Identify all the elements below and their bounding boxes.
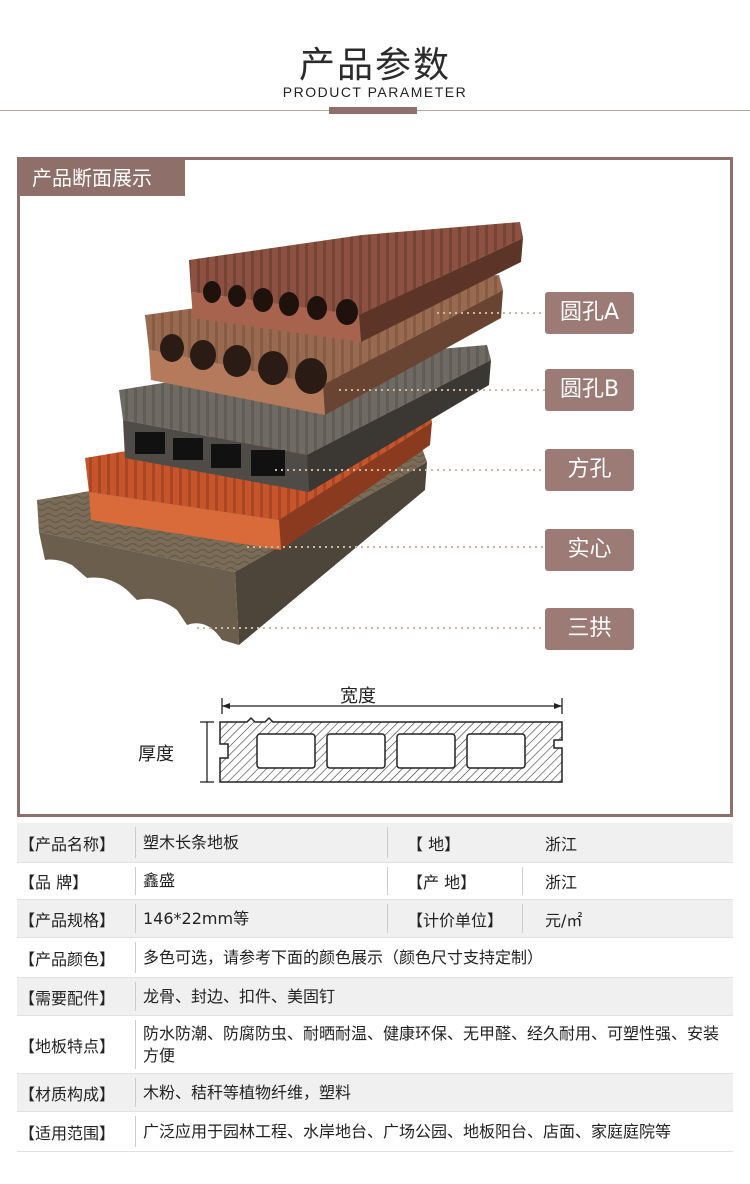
table-row: 【地板特点】 防水防潮、防腐防虫、耐晒耐温、健康环保、无甲醛、经久耐用、可塑性强… xyxy=(17,1016,733,1074)
label-square-hole: 方孔 xyxy=(545,449,634,491)
page-title: 产品参数 xyxy=(298,45,451,86)
spec-label: 【产品名称】 xyxy=(19,834,116,854)
spec-label: 【材质构成】 xyxy=(19,1084,116,1104)
table-row: 【品 牌】 鑫盛 【产 地】 浙江 xyxy=(17,863,733,900)
page-header: 产品参数 PRODUCT PARAMETER xyxy=(0,0,750,115)
spec-value-2: 元/㎡ xyxy=(545,910,583,930)
table-row: 【产品规格】 146*22mm等 【计价单位】 元/㎡ xyxy=(17,900,733,938)
spec-value: 鑫盛 xyxy=(143,871,176,890)
label-round-hole-b: 圆孔B xyxy=(545,369,634,411)
spec-value: 多色可选，请参考下面的颜色展示（颜色尺寸支持定制） xyxy=(143,947,544,967)
spec-table: 【产品名称】 塑木长条地板 【 地】 浙江 【品 牌】 鑫盛 【产 地】 浙江 … xyxy=(17,823,733,1152)
table-row: 【需要配件】 龙骨、封边、扣件、美固钉 xyxy=(17,978,733,1016)
spec-label: 【地板特点】 xyxy=(19,1036,116,1056)
spec-value: 木粉、秸秆等植物纤维，塑料 xyxy=(143,1082,352,1102)
spec-label: 【产品颜色】 xyxy=(19,949,116,969)
leader-lines xyxy=(197,312,545,629)
width-label: 宽度 xyxy=(340,686,376,707)
board-round-hole-a xyxy=(189,222,523,342)
thickness-label: 厚度 xyxy=(138,744,174,765)
spec-label: 【产品规格】 xyxy=(19,910,116,930)
spec-label: 【需要配件】 xyxy=(19,988,116,1008)
spec-value-2: 浙江 xyxy=(545,873,578,892)
header-accent-bar xyxy=(329,107,417,114)
spec-value: 146*22mm等 xyxy=(143,908,250,928)
spec-label-2: 【 地】 xyxy=(407,834,461,854)
spec-label: 【适用范围】 xyxy=(19,1123,116,1143)
spec-value: 塑木长条地板 xyxy=(143,832,240,852)
label-three-arch: 三拱 xyxy=(545,608,634,650)
cross-section-diagram xyxy=(200,698,563,783)
spec-value: 广泛应用于园林工程、水岸地台、广场公园、地板阳台、店面、家庭庭院等 xyxy=(143,1121,672,1141)
page-subtitle: PRODUCT PARAMETER xyxy=(282,84,468,100)
section-tab: 产品断面展示 xyxy=(20,160,185,196)
table-row: 【产品颜色】 多色可选，请参考下面的颜色展示（颜色尺寸支持定制） xyxy=(17,938,733,978)
spec-value: 防水防潮、防腐防虫、耐晒耐温、健康环保、无甲醛、经久耐用、可塑性强、安装方便 xyxy=(143,1023,720,1065)
table-row: 【产品名称】 塑木长条地板 【 地】 浙江 xyxy=(17,823,733,863)
label-solid: 实心 xyxy=(545,529,634,571)
spec-label-2: 【产 地】 xyxy=(407,873,477,892)
label-round-hole-a: 圆孔A xyxy=(545,292,634,334)
spec-label-2: 【计价单位】 xyxy=(407,910,504,930)
table-row: 【适用范围】 广泛应用于园林工程、水岸地台、广场公园、地板阳台、店面、家庭庭院等 xyxy=(17,1112,733,1152)
cross-section-panel: 产品断面展示 xyxy=(17,157,733,817)
spec-label: 【品 牌】 xyxy=(19,873,89,892)
table-row: 【材质构成】 木粉、秸秆等植物纤维，塑料 xyxy=(17,1074,733,1112)
board-profiles-illustration xyxy=(37,222,545,645)
spec-value: 龙骨、封边、扣件、美固钉 xyxy=(143,986,336,1006)
spec-value-2: 浙江 xyxy=(545,834,578,854)
